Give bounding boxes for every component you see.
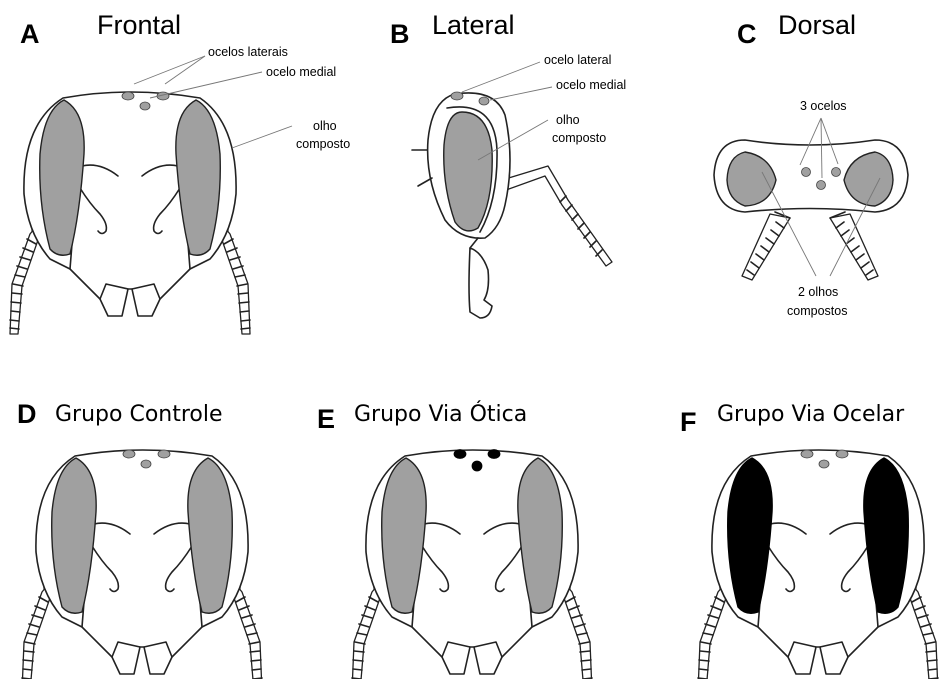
label-compound-eye-1: olho <box>313 119 337 133</box>
optic-painted-lateral-ocellus-right <box>488 450 500 459</box>
control-lateral-ocellus-right <box>158 450 170 458</box>
panel-b-title: Lateral <box>432 10 515 40</box>
label-medial-ocellus: ocelo medial <box>266 65 336 79</box>
dorsal-ocellus-left <box>802 168 811 177</box>
panel-f-title: Grupo Via Ocelar <box>717 402 905 427</box>
optic-group-head-drawing <box>352 450 592 679</box>
panel-b: B Lateral ocelo lateral ocelo medi <box>390 10 626 318</box>
panel-c-title: Dorsal <box>778 10 856 40</box>
panel-a-title: Frontal <box>97 10 181 40</box>
ocellar-lateral-ocellus-right <box>836 450 848 458</box>
label-3-ocelli: 3 ocelos <box>800 99 847 113</box>
frontal-head-drawing <box>10 92 250 334</box>
panel-c-letter: C <box>737 19 757 49</box>
panel-e-title: Grupo Via Ótica <box>354 401 527 427</box>
label-2-compound-eyes-1: 2 olhos <box>798 285 838 299</box>
label-compound-eye-b2: composto <box>552 131 606 145</box>
ocellar-medial-ocellus <box>819 460 829 468</box>
lateral-ocellus-left <box>122 92 134 100</box>
label-medial-ocellus-b: ocelo medial <box>556 78 626 92</box>
panel-c: C Dorsal 3 ocelos 2 olhos compostos <box>714 10 908 318</box>
panel-d-title: Grupo Controle <box>55 402 223 427</box>
dorsal-ocellus-medial <box>817 181 826 190</box>
dorsal-head-drawing <box>714 140 908 280</box>
ocellar-lateral-ocellus-left <box>801 450 813 458</box>
panel-d-letter: D <box>17 399 37 429</box>
optic-painted-medial-ocellus <box>472 461 482 471</box>
panel-e-letter: E <box>317 404 335 434</box>
panel-d: D Grupo Controle <box>17 399 262 679</box>
dorsal-ocellus-right <box>832 168 841 177</box>
label-2-compound-eyes-2: compostos <box>787 304 847 318</box>
lateral-head-drawing <box>412 92 612 318</box>
control-medial-ocellus <box>141 460 151 468</box>
medial-ocellus-lateral <box>479 97 489 105</box>
label-compound-eye-b1: olho <box>556 113 580 127</box>
panel-e: E Grupo Via Ótica <box>317 401 592 679</box>
label-lateral-ocellus: ocelo lateral <box>544 53 611 67</box>
medial-ocellus <box>140 102 150 110</box>
ocellar-group-head-drawing <box>698 450 938 679</box>
lateral-ocellus <box>451 92 463 100</box>
label-lateral-ocelli: ocelos laterais <box>208 45 288 59</box>
control-head-drawing <box>22 450 262 679</box>
panel-f-letter: F <box>680 407 697 437</box>
optic-painted-lateral-ocellus-left <box>454 450 466 459</box>
panel-a: A Frontal ocelos laterais ocelo medial o… <box>10 10 350 334</box>
panel-f: F Grupo Via Ocelar <box>680 402 938 679</box>
label-compound-eye-2: composto <box>296 137 350 151</box>
control-lateral-ocellus-left <box>123 450 135 458</box>
panel-b-letter: B <box>390 19 410 49</box>
panel-a-letter: A <box>20 19 40 49</box>
